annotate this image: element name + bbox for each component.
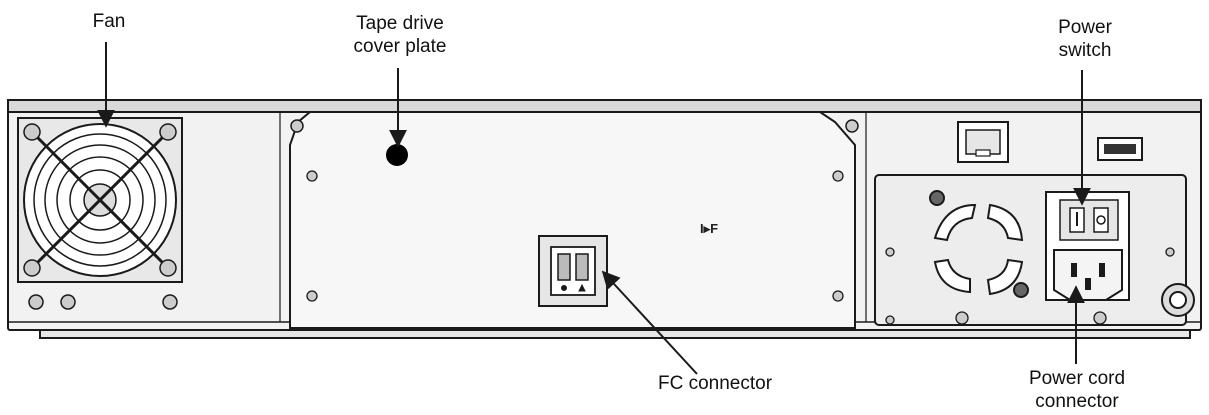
fan (17, 117, 183, 283)
psu-vent-grille (929, 190, 1029, 298)
panel-marking: I▸F (700, 221, 718, 236)
usb-port (1097, 137, 1143, 161)
power-cord-connector-label: Power cord connector (1028, 368, 1126, 412)
ground-terminal (1161, 283, 1195, 317)
tape-cover-marker-dot (386, 144, 408, 166)
tape-drive-cover-plate (289, 111, 859, 329)
fan-label: Fan (92, 11, 126, 32)
power-supply (874, 174, 1187, 326)
fc-connector-label: FC connector (657, 373, 773, 394)
fc-connector (538, 235, 608, 307)
ethernet-port (957, 121, 1009, 163)
power-cord-connector (1053, 249, 1123, 301)
tape-drive-cover-plate-label: Tape drive cover plate (353, 13, 447, 57)
fan-screws (28, 294, 178, 310)
power-switch-label: Power switch (1058, 17, 1112, 61)
fc-connector-leader (601, 270, 698, 375)
callout-lines (97, 42, 1091, 375)
